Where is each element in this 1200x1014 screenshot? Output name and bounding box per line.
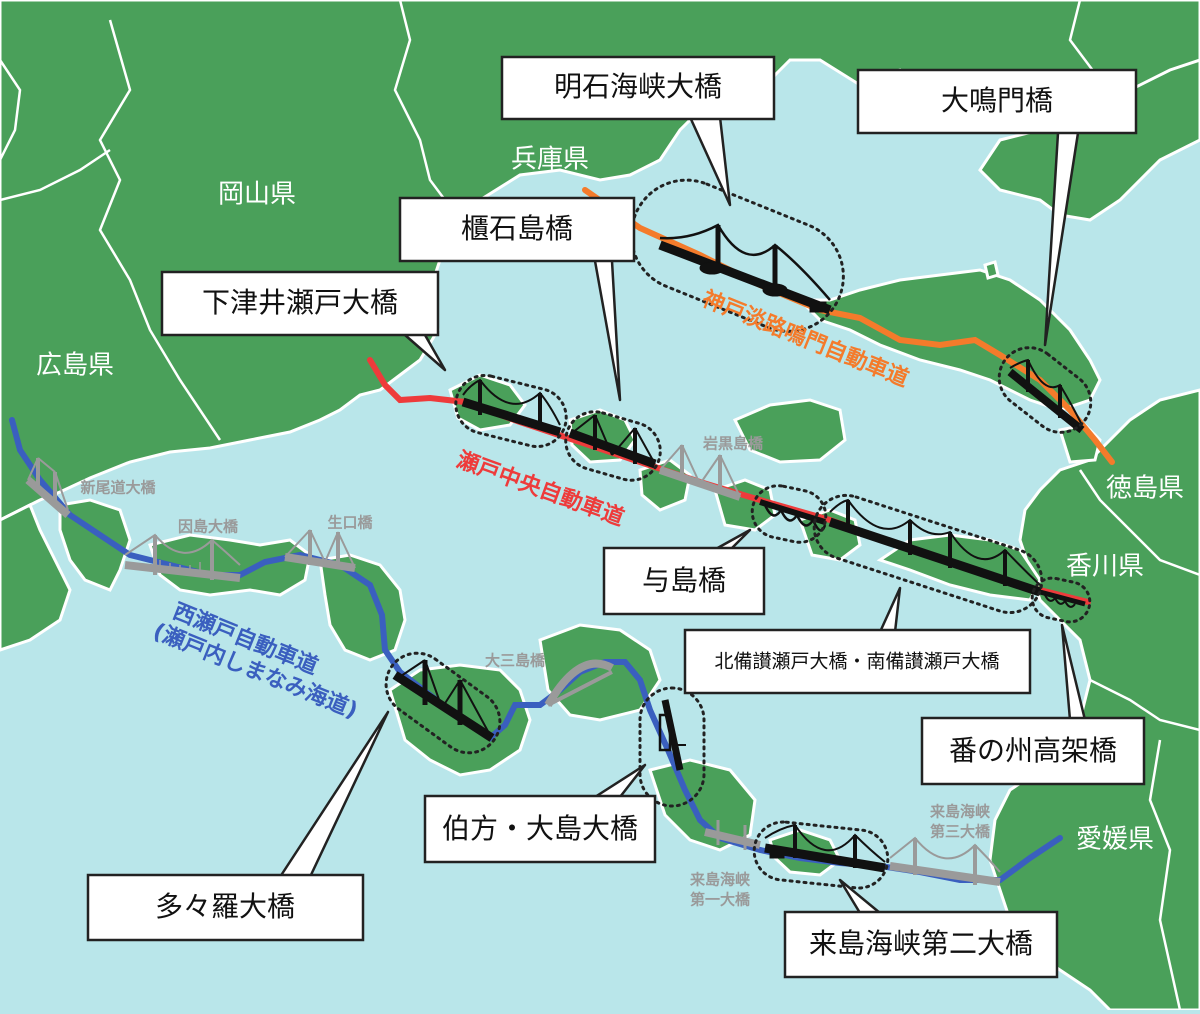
pointer-akashi <box>688 116 732 207</box>
bridge-hitsuishi <box>568 414 657 469</box>
ring-onaruto <box>997 346 1093 434</box>
ring-shimotsui <box>454 373 568 449</box>
minor-bridge-labels: 岩黒島橋 新尾道大橋 因島大橋 生口橋 大三島橋 来島海峡 第一大橋 来島海峡 … <box>80 435 991 909</box>
border-okayama-hiroshima <box>98 19 222 441</box>
label-kurushima1-a: 来島海峡 <box>689 871 751 889</box>
bridge-kurushima3 <box>889 836 1001 886</box>
pref-kagawa: 香川県 <box>1066 552 1144 582</box>
pref-tokushima: 徳島県 <box>1106 474 1184 504</box>
island-north-center <box>732 398 847 464</box>
land-kobe <box>978 58 1200 222</box>
highlight-rings <box>384 178 1093 890</box>
prefecture-labels: 岡山県 兵庫県 広島県 徳島県 香川県 愛媛県 <box>36 145 1184 855</box>
callout-hitsuishi: 櫃石島橋 <box>398 196 636 263</box>
ring-hakata <box>638 686 706 808</box>
ring-kurushima2 <box>752 820 890 890</box>
pref-hiroshima: 広島県 <box>36 351 114 381</box>
callout-yoshima: 与島橋 <box>602 546 766 616</box>
pointer-hakata <box>594 763 647 799</box>
callout-pointers <box>278 116 1087 914</box>
callout-hakata-label: 伯方・大島大橋 <box>442 812 638 845</box>
callout-akashi: 明石海峡大橋 <box>500 55 776 121</box>
ring-bannosu <box>1030 576 1092 624</box>
callout-onaruto: 大鳴門橋 <box>856 68 1138 135</box>
bridge-innoshima <box>124 533 241 582</box>
ring-hitsuishi <box>564 410 662 482</box>
callout-bisan-label: 北備讃瀬戸大橋・南備讃瀬戸大橋 <box>714 651 999 673</box>
label-innoshima: 因島大橋 <box>178 518 239 536</box>
land-awaji <box>796 268 1102 412</box>
bridge-bisan <box>828 498 1042 597</box>
ring-akashi <box>629 178 845 333</box>
bridge-kurushima1 <box>704 820 761 850</box>
border-hiroshima-inner <box>0 148 111 202</box>
bridge-omishima <box>544 659 614 708</box>
label-shinonomichi: 新尾道大橋 <box>80 479 156 497</box>
label-iwakurojima: 岩黒島橋 <box>702 435 764 453</box>
bridge-yoshima <box>759 499 827 532</box>
ring-bisan <box>812 493 1044 615</box>
island-hakatajima <box>538 623 662 722</box>
bridge-ikuchi <box>284 529 356 572</box>
callout-akashi-label: 明石海峡大橋 <box>554 70 722 103</box>
border-hyogo-inner <box>0 59 22 161</box>
border-tokushima-kagawa <box>1078 469 1200 577</box>
island-small-east <box>983 260 1000 280</box>
minor-bridges <box>25 444 1001 886</box>
callout-bannosu-label: 番の州高架橋 <box>949 734 1117 767</box>
bridge-tatara <box>392 659 495 742</box>
bridge-kurushima2 <box>764 823 886 873</box>
label-kurushima3-a: 来島海峡 <box>929 803 991 821</box>
pointer-kurushima2 <box>838 878 881 914</box>
island-ikuchijima <box>318 553 407 662</box>
border-ehime-inner <box>1148 739 1182 1011</box>
callout-shimotsui-label: 下津井瀬戸大橋 <box>202 286 398 319</box>
label-ikuchi: 生口橋 <box>327 514 373 532</box>
callout-kurushima2: 来島海峡第二大橋 <box>783 910 1059 979</box>
border-okayama-hyogo <box>393 0 461 221</box>
pointer-bannosu <box>1060 623 1087 721</box>
pointer-onaruto <box>1043 132 1080 347</box>
callout-bannosu: 番の州高架橋 <box>920 716 1146 786</box>
bridge-hakata-oshima <box>658 699 686 771</box>
ring-tatara <box>384 651 502 755</box>
bridge-shimotsui <box>461 378 562 437</box>
bridge-bannosu <box>1039 589 1086 608</box>
pointer-shimotsui <box>404 334 447 372</box>
callout-kurushima2-label: 来島海峡第二大橋 <box>809 927 1033 960</box>
label-omishima: 大三島橋 <box>485 652 546 670</box>
label-kurushima3-b: 第三大橋 <box>930 823 991 841</box>
land-hiroshima-coast <box>0 502 72 652</box>
label-kurushima1-b: 第一大橋 <box>690 891 751 909</box>
pointer-hitsuishi <box>593 260 622 402</box>
bridge-onaruto <box>1007 358 1085 434</box>
bridge-iwakurojima <box>658 444 742 501</box>
pref-ehime: 愛媛県 <box>1076 825 1154 855</box>
callout-yoshima-label: 与島橋 <box>642 564 726 597</box>
border-kagawa-ehime <box>1089 678 1200 732</box>
pointer-tatara <box>278 710 390 878</box>
callout-hitsuishi-label: 櫃石島橋 <box>461 212 573 245</box>
ring-yoshima <box>750 484 828 544</box>
pref-okayama: 岡山県 <box>218 180 296 210</box>
callout-tatara-label: 多々羅大橋 <box>155 890 295 923</box>
callout-tatara: 多々羅大橋 <box>86 873 365 942</box>
bridge-shinonomichi <box>25 457 71 519</box>
island-innoshima <box>148 533 312 597</box>
callout-shimotsui: 下津井瀬戸大橋 <box>160 270 440 337</box>
callout-hakata: 伯方・大島大橋 <box>423 794 657 864</box>
pointer-bisan <box>878 586 902 633</box>
bridge-akashi <box>658 223 832 315</box>
callout-bisan: 北備讃瀬戸大橋・南備讃瀬戸大橋 <box>683 628 1032 695</box>
callout-onaruto-label: 大鳴門橋 <box>941 84 1053 117</box>
pref-hyogo: 兵庫県 <box>511 145 589 175</box>
major-bridges <box>392 223 1086 873</box>
